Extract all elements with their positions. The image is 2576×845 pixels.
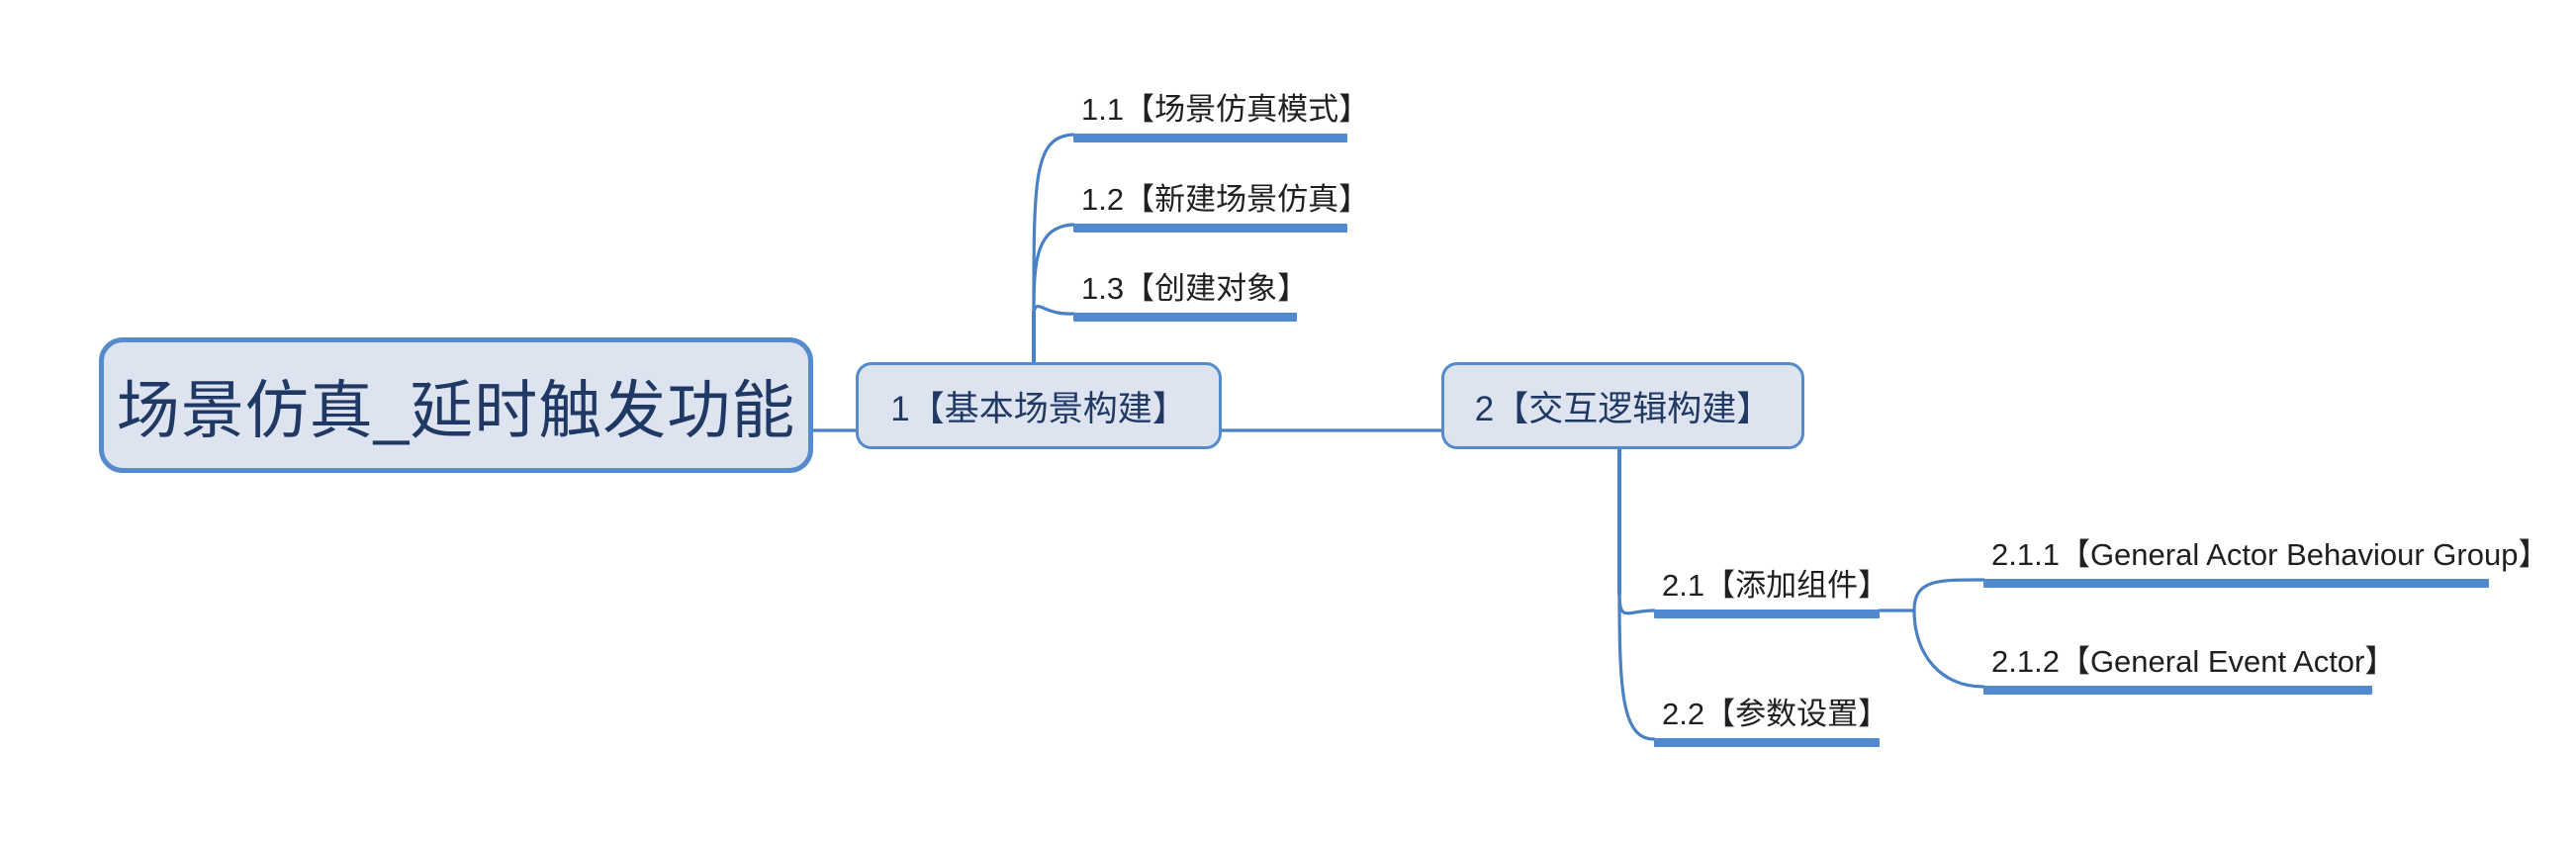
leaf-node-2-1-1-label: 2.1.1【General Actor Behaviour Group】 — [1991, 537, 2549, 572]
branch-node-1[interactable]: 1【基本场景构建】 — [856, 362, 1222, 449]
leaf-node-2-1-label: 2.1【添加组件】 — [1662, 568, 1889, 603]
leaf-node-2-1-2-label: 2.1.2【General Event Actor】 — [1991, 644, 2396, 679]
edge-2.1-to-2.1.1 — [1912, 578, 1985, 612]
leaf-node-2-1-1[interactable]: 2.1.1【General Actor Behaviour Group】 — [1983, 536, 2556, 588]
leaf-node-1-2[interactable]: 1.2【新建场景仿真】 — [1073, 181, 1377, 233]
leaf-node-2-1[interactable]: 2.1【添加组件】 — [1654, 567, 1896, 618]
root-node[interactable]: 场景仿真_延时触发功能 — [99, 337, 813, 473]
leaf-node-2-1-2-underline — [1983, 686, 2372, 695]
root-node-label: 场景仿真_延时触发功能 — [116, 374, 796, 446]
branch-node-1-label: 1【基本场景构建】 — [890, 389, 1187, 428]
leaf-node-1-1-label: 1.1【场景仿真模式】 — [1081, 92, 1370, 127]
edge-2-to-2.2 — [1617, 592, 1656, 741]
edge-1-to-1.3 — [1032, 305, 1075, 316]
leaf-node-2-2[interactable]: 2.2【参数设置】 — [1654, 696, 1896, 747]
edge-1-to-1.2 — [1032, 223, 1075, 315]
leaf-node-2-1-1-underline — [1983, 579, 2489, 588]
edge-1-to-1.1 — [1032, 133, 1075, 315]
edge-2-to-2.1 — [1617, 592, 1656, 615]
leaf-node-1-3-underline — [1073, 313, 1297, 322]
leaf-node-1-3[interactable]: 1.3【创建对象】 — [1073, 270, 1316, 322]
branch-node-2[interactable]: 2【交互逻辑构建】 — [1441, 362, 1804, 449]
leaf-node-2-1-underline — [1654, 610, 1880, 618]
leaf-node-1-3-label: 1.3【创建对象】 — [1081, 271, 1309, 306]
leaf-node-1-1[interactable]: 1.1【场景仿真模式】 — [1073, 91, 1377, 142]
leaf-node-1-2-underline — [1073, 224, 1347, 233]
leaf-node-2-2-label: 2.2【参数设置】 — [1662, 697, 1889, 731]
leaf-node-1-1-underline — [1073, 134, 1347, 142]
leaf-node-2-2-underline — [1654, 738, 1880, 747]
leaf-node-1-2-label: 1.2【新建场景仿真】 — [1081, 182, 1370, 217]
edge-2.1-to-2.1.2 — [1912, 609, 1985, 689]
branch-node-2-label: 2【交互逻辑构建】 — [1474, 389, 1772, 428]
leaf-node-2-1-2[interactable]: 2.1.2【General Event Actor】 — [1983, 643, 2403, 695]
